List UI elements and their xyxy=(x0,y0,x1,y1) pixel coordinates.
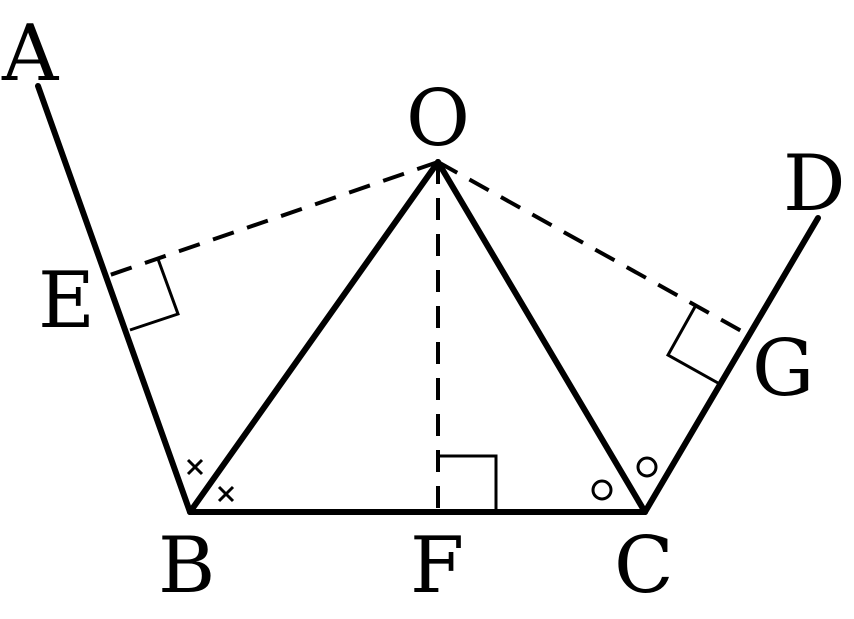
label-O: O xyxy=(406,74,470,164)
segment-OB xyxy=(187,159,441,515)
segment-CD xyxy=(642,215,821,515)
segment-OC xyxy=(435,159,648,515)
label-D: D xyxy=(783,139,846,229)
segment-AB xyxy=(35,83,193,515)
cross-mark-angle-ABO xyxy=(186,458,204,476)
right-angle-mark-G xyxy=(665,304,719,385)
label-A: A xyxy=(1,9,60,99)
label-B: B xyxy=(158,521,215,611)
right-angle-mark-E xyxy=(129,258,180,332)
segment-OE xyxy=(109,160,439,277)
label-G: G xyxy=(752,324,814,414)
circle-mark-angle-OCD xyxy=(636,456,658,478)
label-F: F xyxy=(410,521,464,611)
circle-mark-angle-OCB xyxy=(591,479,613,501)
label-C: C xyxy=(614,521,674,611)
label-E: E xyxy=(38,256,95,346)
right-angle-mark-F xyxy=(438,454,498,512)
cross-mark-angle-OBC xyxy=(217,485,235,503)
segment-OG xyxy=(437,160,746,335)
